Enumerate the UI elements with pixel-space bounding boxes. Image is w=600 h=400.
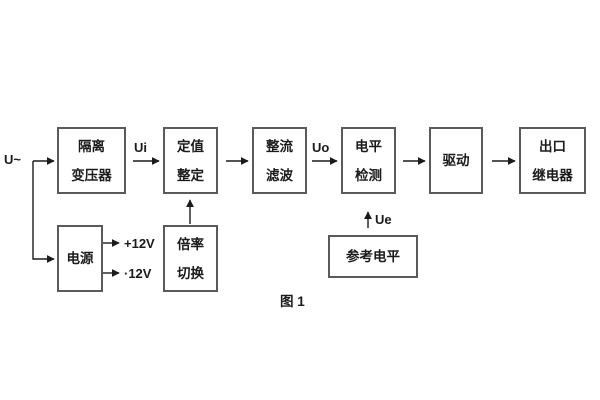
signal-label-minus12v: ·12V — [124, 266, 152, 281]
block-output-relay: 出口 继电器 — [519, 127, 586, 194]
block-ratio-switch: 倍率 切换 — [163, 225, 218, 292]
block-value-setting: 定值 整定 — [163, 127, 218, 194]
block-power-supply: 电源 — [57, 225, 103, 292]
block-reference-level: 参考电平 — [328, 235, 418, 278]
signal-label-ue: Ue — [375, 212, 392, 227]
arrow-input-to-power — [32, 161, 55, 263]
block-level-detection: 电平 检测 — [341, 127, 396, 194]
signal-label-plus12v: +12V — [124, 236, 155, 251]
signal-label-ui: Ui — [134, 140, 147, 155]
signal-label-uo: Uo — [312, 140, 330, 155]
block-rectifier-filter: 整流 滤波 — [252, 127, 307, 194]
signal-label-input: U~ — [4, 152, 21, 167]
block-drive: 驱动 — [429, 127, 483, 194]
figure-caption: 图 1 — [280, 294, 305, 309]
block-isolation-transformer: 隔离 变压器 — [57, 127, 126, 194]
